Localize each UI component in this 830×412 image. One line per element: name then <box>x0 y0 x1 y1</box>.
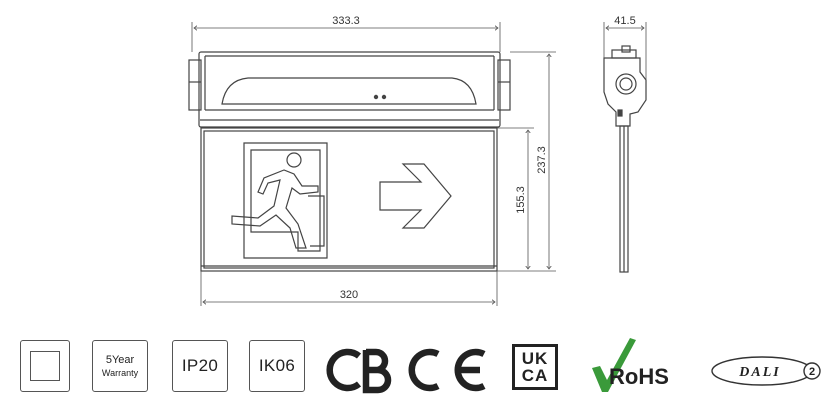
rohs-mark: RoHS <box>592 338 669 392</box>
side-view <box>603 45 647 273</box>
dali-text: DALI <box>738 365 780 380</box>
running-man-figure <box>231 169 319 249</box>
class-ii-inner-square <box>30 351 60 381</box>
light-dome <box>221 77 477 105</box>
warranty-years: 5Year <box>105 353 135 366</box>
running-man-head <box>286 152 302 168</box>
cb-mark <box>326 348 392 394</box>
ukca-line2: CA <box>521 366 549 385</box>
ukca-mark: UK CA <box>512 344 558 390</box>
ik-rating-label: IK06 <box>258 356 296 375</box>
left-end-cap <box>188 59 202 111</box>
side-mount <box>611 49 637 59</box>
running-man-frame <box>243 142 328 259</box>
sign-panel-inner <box>203 130 495 269</box>
direction-arrow <box>379 163 452 229</box>
warranty-label: Warranty <box>101 367 139 378</box>
dali-2-mark: DALI 2 <box>711 356 821 386</box>
dim-bottom-width: 320 <box>340 289 358 301</box>
ce-mark <box>408 348 486 392</box>
class-ii-icon <box>20 340 70 392</box>
right-end-cap <box>497 59 511 111</box>
side-tube <box>615 73 637 95</box>
dim-top-width: 333.3 <box>332 15 360 27</box>
housing-outer <box>198 51 501 128</box>
sign-panel <box>200 127 498 272</box>
rohs-check-icon <box>592 338 636 392</box>
front-dimensions <box>191 22 556 306</box>
ukca-line1: UK <box>521 349 549 368</box>
indicator-led <box>381 94 387 100</box>
ip-rating-badge: IP20 <box>172 340 228 392</box>
ik-rating-badge: IK06 <box>249 340 305 392</box>
ip-rating-label: IP20 <box>181 356 219 375</box>
side-housing <box>603 57 647 127</box>
warranty-badge: 5Year Warranty <box>92 340 148 392</box>
dim-overall-height: 237.3 <box>536 146 548 174</box>
rohs-text: RoHS <box>609 364 669 389</box>
dim-side-depth: 41.5 <box>614 15 635 27</box>
front-view <box>188 51 511 272</box>
dali-version: 2 <box>809 366 815 378</box>
dim-sign-height: 155.3 <box>515 186 527 214</box>
indicator-led <box>373 94 379 100</box>
